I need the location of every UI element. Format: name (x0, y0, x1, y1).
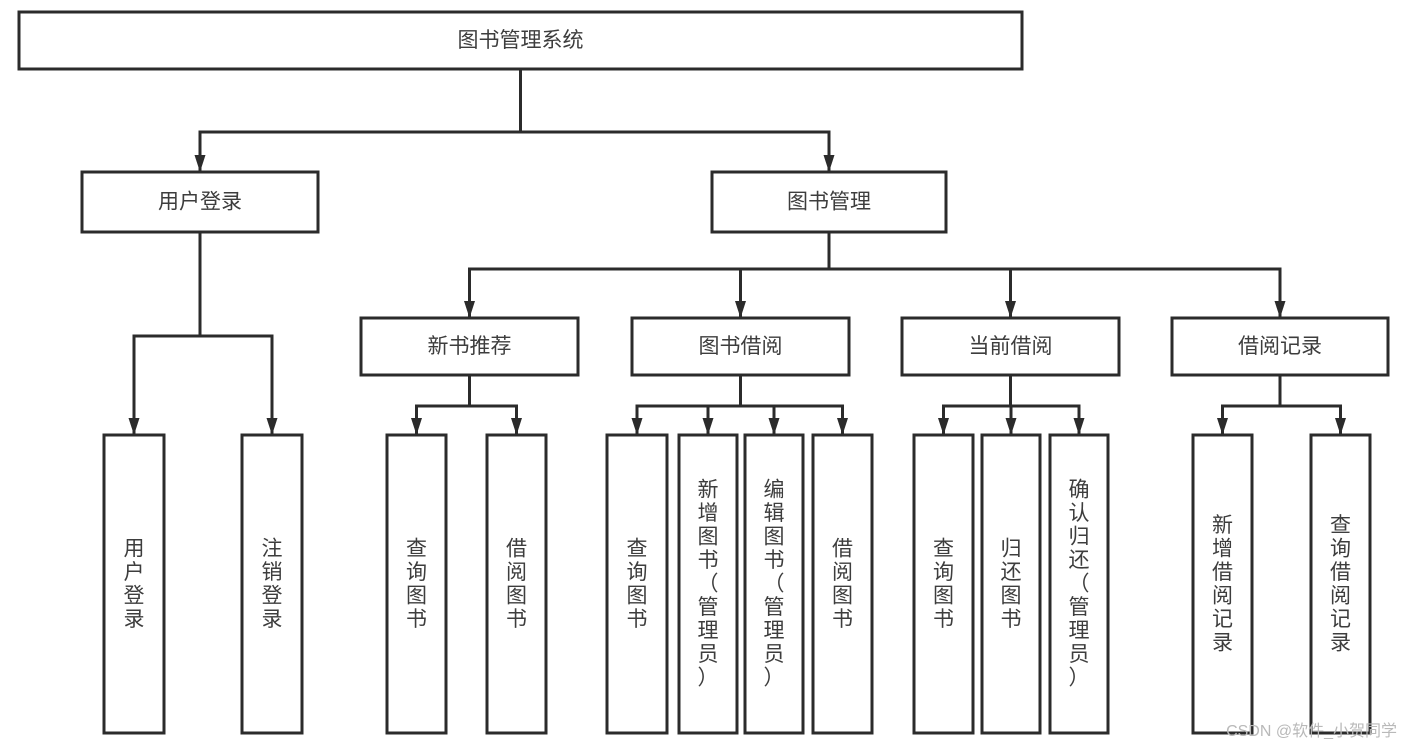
node-box-new-book-rec (359, 316, 580, 377)
node-current-borrow[interactable]: 当前借阅 (900, 316, 1121, 377)
node-leaf-query-book-borrow[interactable]: 查询图书 (605, 433, 669, 735)
arrow-icon-leaf-query-book-cur (938, 418, 949, 435)
arrow-icon-new-book-rec (464, 301, 475, 318)
arrow-icon-leaf-query-record (1335, 418, 1346, 435)
node-box-leaf-query-book-rec (385, 433, 448, 735)
node-label-leaf-user-login: 用户登录 (124, 537, 145, 631)
node-label-leaf-query-book-cur: 查询图书 (933, 537, 954, 631)
node-label-leaf-confirm-return: 确认归还（管理员） (1069, 479, 1090, 690)
node-box-book-manage (710, 170, 948, 234)
node-label-leaf-user-logout: 注销登录 (262, 537, 283, 631)
arrow-icon-leaf-query-book-borrow (631, 418, 643, 435)
node-box-leaf-borrow-book-rec (485, 433, 548, 735)
node-leaf-user-logout[interactable]: 注销登录 (240, 433, 304, 735)
arrow-icon-leaf-borrow-book-rec (511, 418, 522, 435)
node-leaf-return-book[interactable]: 归还图书 (980, 433, 1042, 735)
arrow-icon-leaf-user-login (128, 418, 140, 435)
arrow-icon-leaf-add-book (702, 418, 714, 435)
node-label-new-book-rec: 新书推荐 (428, 335, 512, 358)
arrow-icon-book-borrow (735, 301, 746, 318)
node-box-book-borrow (630, 316, 851, 377)
node-label-user-login: 用户登录 (158, 191, 242, 214)
node-layer: 图书管理系统用户登录图书管理新书推荐图书借阅当前借阅借阅记录用户登录注销登录查询… (17, 10, 1390, 735)
node-box-leaf-add-book (677, 433, 739, 735)
node-box-user-login (80, 170, 320, 234)
node-box-leaf-edit-book (743, 433, 805, 735)
node-leaf-add-record[interactable]: 新增借阅记录 (1191, 433, 1254, 735)
node-box-leaf-add-record (1191, 433, 1254, 735)
node-leaf-confirm-return[interactable]: 确认归还（管理员） (1048, 433, 1110, 735)
node-user-login[interactable]: 用户登录 (80, 170, 320, 234)
node-label-borrow-record: 借阅记录 (1238, 335, 1322, 358)
node-new-book-rec[interactable]: 新书推荐 (359, 316, 580, 377)
node-label-book-manage: 图书管理 (787, 191, 871, 214)
arrow-icon-leaf-add-record (1217, 418, 1228, 435)
node-box-leaf-query-record (1309, 433, 1372, 735)
node-leaf-query-book-cur[interactable]: 查询图书 (912, 433, 975, 735)
node-box-borrow-record (1170, 316, 1390, 377)
node-label-current-borrow: 当前借阅 (969, 335, 1053, 358)
node-label-leaf-query-record: 查询借阅记录 (1330, 514, 1351, 655)
node-leaf-query-book-rec[interactable]: 查询图书 (385, 433, 448, 735)
node-box-leaf-borrow-book (811, 433, 874, 735)
arrow-icon-borrow-record (1274, 301, 1286, 318)
node-root[interactable]: 图书管理系统 (17, 10, 1024, 71)
node-label-root: 图书管理系统 (458, 29, 584, 52)
node-box-leaf-query-book-borrow (605, 433, 669, 735)
node-leaf-borrow-book[interactable]: 借阅图书 (811, 433, 874, 735)
arrow-icon-leaf-user-logout (266, 418, 278, 435)
node-label-leaf-borrow-book-rec: 借阅图书 (506, 537, 527, 631)
node-leaf-borrow-book-rec[interactable]: 借阅图书 (485, 433, 548, 735)
node-box-leaf-return-book (980, 433, 1042, 735)
arrow-icon-leaf-confirm-return (1073, 418, 1085, 435)
node-book-borrow[interactable]: 图书借阅 (630, 316, 851, 377)
arrow-icon-leaf-borrow-book (837, 418, 848, 435)
node-borrow-record[interactable]: 借阅记录 (1170, 316, 1390, 377)
node-label-leaf-query-book-rec: 查询图书 (406, 537, 427, 631)
node-label-leaf-add-book: 新增图书（管理员） (698, 479, 719, 690)
node-label-leaf-add-record: 新增借阅记录 (1212, 514, 1233, 655)
arrow-icon-book-manage (823, 155, 835, 172)
node-box-leaf-confirm-return (1048, 433, 1110, 735)
arrow-icon-leaf-edit-book (768, 418, 780, 435)
node-label-book-borrow: 图书借阅 (699, 335, 783, 358)
connector-layer (128, 67, 1346, 436)
node-leaf-edit-book[interactable]: 编辑图书（管理员） (743, 433, 805, 735)
node-book-manage[interactable]: 图书管理 (710, 170, 948, 234)
node-box-leaf-user-logout (240, 433, 304, 735)
node-label-leaf-query-book-borrow: 查询图书 (627, 537, 648, 631)
node-leaf-user-login[interactable]: 用户登录 (102, 433, 166, 735)
arrow-icon-current-borrow (1005, 301, 1016, 318)
arrow-icon-user-login (194, 155, 206, 172)
arrow-icon-leaf-return-book (1005, 418, 1017, 435)
node-label-leaf-borrow-book: 借阅图书 (832, 537, 853, 631)
node-box-leaf-query-book-cur (912, 433, 975, 735)
node-leaf-query-record[interactable]: 查询借阅记录 (1309, 433, 1372, 735)
node-leaf-add-book[interactable]: 新增图书（管理员） (677, 433, 739, 735)
node-label-leaf-edit-book: 编辑图书（管理员） (764, 479, 785, 690)
node-box-leaf-user-login (102, 433, 166, 735)
arrow-icon-leaf-query-book-rec (411, 418, 422, 435)
node-label-leaf-return-book: 归还图书 (1001, 537, 1022, 631)
node-box-current-borrow (900, 316, 1121, 377)
node-box-root (17, 10, 1024, 71)
